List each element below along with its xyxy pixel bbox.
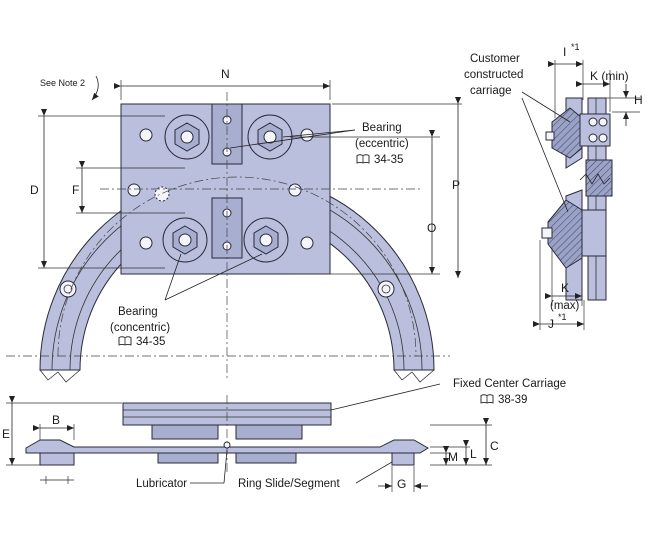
fixed-center-line1: Fixed Center Carriage [453, 378, 566, 390]
rotation-arrow-icon [91, 75, 99, 101]
bearing-eccentric-ref: 34-35 [374, 154, 403, 166]
bearing-concentric-left [162, 217, 208, 263]
customer-carriage-line2: constructed [464, 69, 523, 81]
lubricator-label: Lubricator [136, 478, 187, 490]
bearing-eccentric-right [247, 114, 293, 160]
dim-J-sup: *1 [558, 312, 567, 322]
dim-E: E [2, 427, 10, 441]
dim-M: M [448, 450, 458, 464]
ring-slide-label: Ring Slide/Segment [238, 478, 340, 490]
bearing-concentric-ref: 34-35 [136, 336, 165, 348]
dim-C: C [490, 439, 499, 453]
dim-P: P [452, 178, 460, 192]
customer-carriage-line3: carriage [470, 85, 512, 97]
ring-slide-profile [25, 439, 429, 454]
bearing-concentric-line1: Bearing [118, 306, 158, 318]
dim-D: D [30, 183, 39, 197]
book-icon [480, 394, 494, 404]
dim-H: H [634, 93, 643, 107]
dim-J: J [548, 317, 554, 331]
dim-K: K [561, 281, 569, 295]
dim-L: L [470, 447, 477, 461]
customer-carriage-line1: Customer [470, 53, 520, 65]
front-view: B E C L M G Fixed Center Carriage 38-39 [2, 378, 566, 492]
book-icon [118, 336, 132, 346]
dim-O: O [427, 221, 436, 235]
dim-K-min: K (min) [590, 69, 629, 83]
bearing-concentric-right [243, 217, 289, 263]
side-detail-view: I *1 K (min) H Customer constructed carr… [464, 42, 643, 331]
dim-I-sup: *1 [571, 42, 580, 52]
dim-F: F [72, 183, 79, 197]
bearing-eccentric-left [164, 114, 210, 160]
bearing-eccentric-line1: Bearing [362, 122, 402, 134]
dim-B: B [52, 413, 60, 427]
dim-N: N [221, 67, 230, 81]
see-note-label: See Note 2 [40, 78, 85, 88]
dim-G: G [397, 477, 406, 491]
bearing-eccentric-line2: (eccentric) [355, 138, 409, 150]
book-icon [356, 154, 370, 164]
dim-K-max: (max) [550, 300, 580, 312]
fixed-center-ref: 38-39 [498, 394, 527, 406]
dim-I: I [563, 45, 566, 59]
top-view: N D F O P See Note 2 Bearing (eccentric)… [6, 67, 462, 383]
bearing-concentric-line2: (concentric) [110, 322, 170, 334]
